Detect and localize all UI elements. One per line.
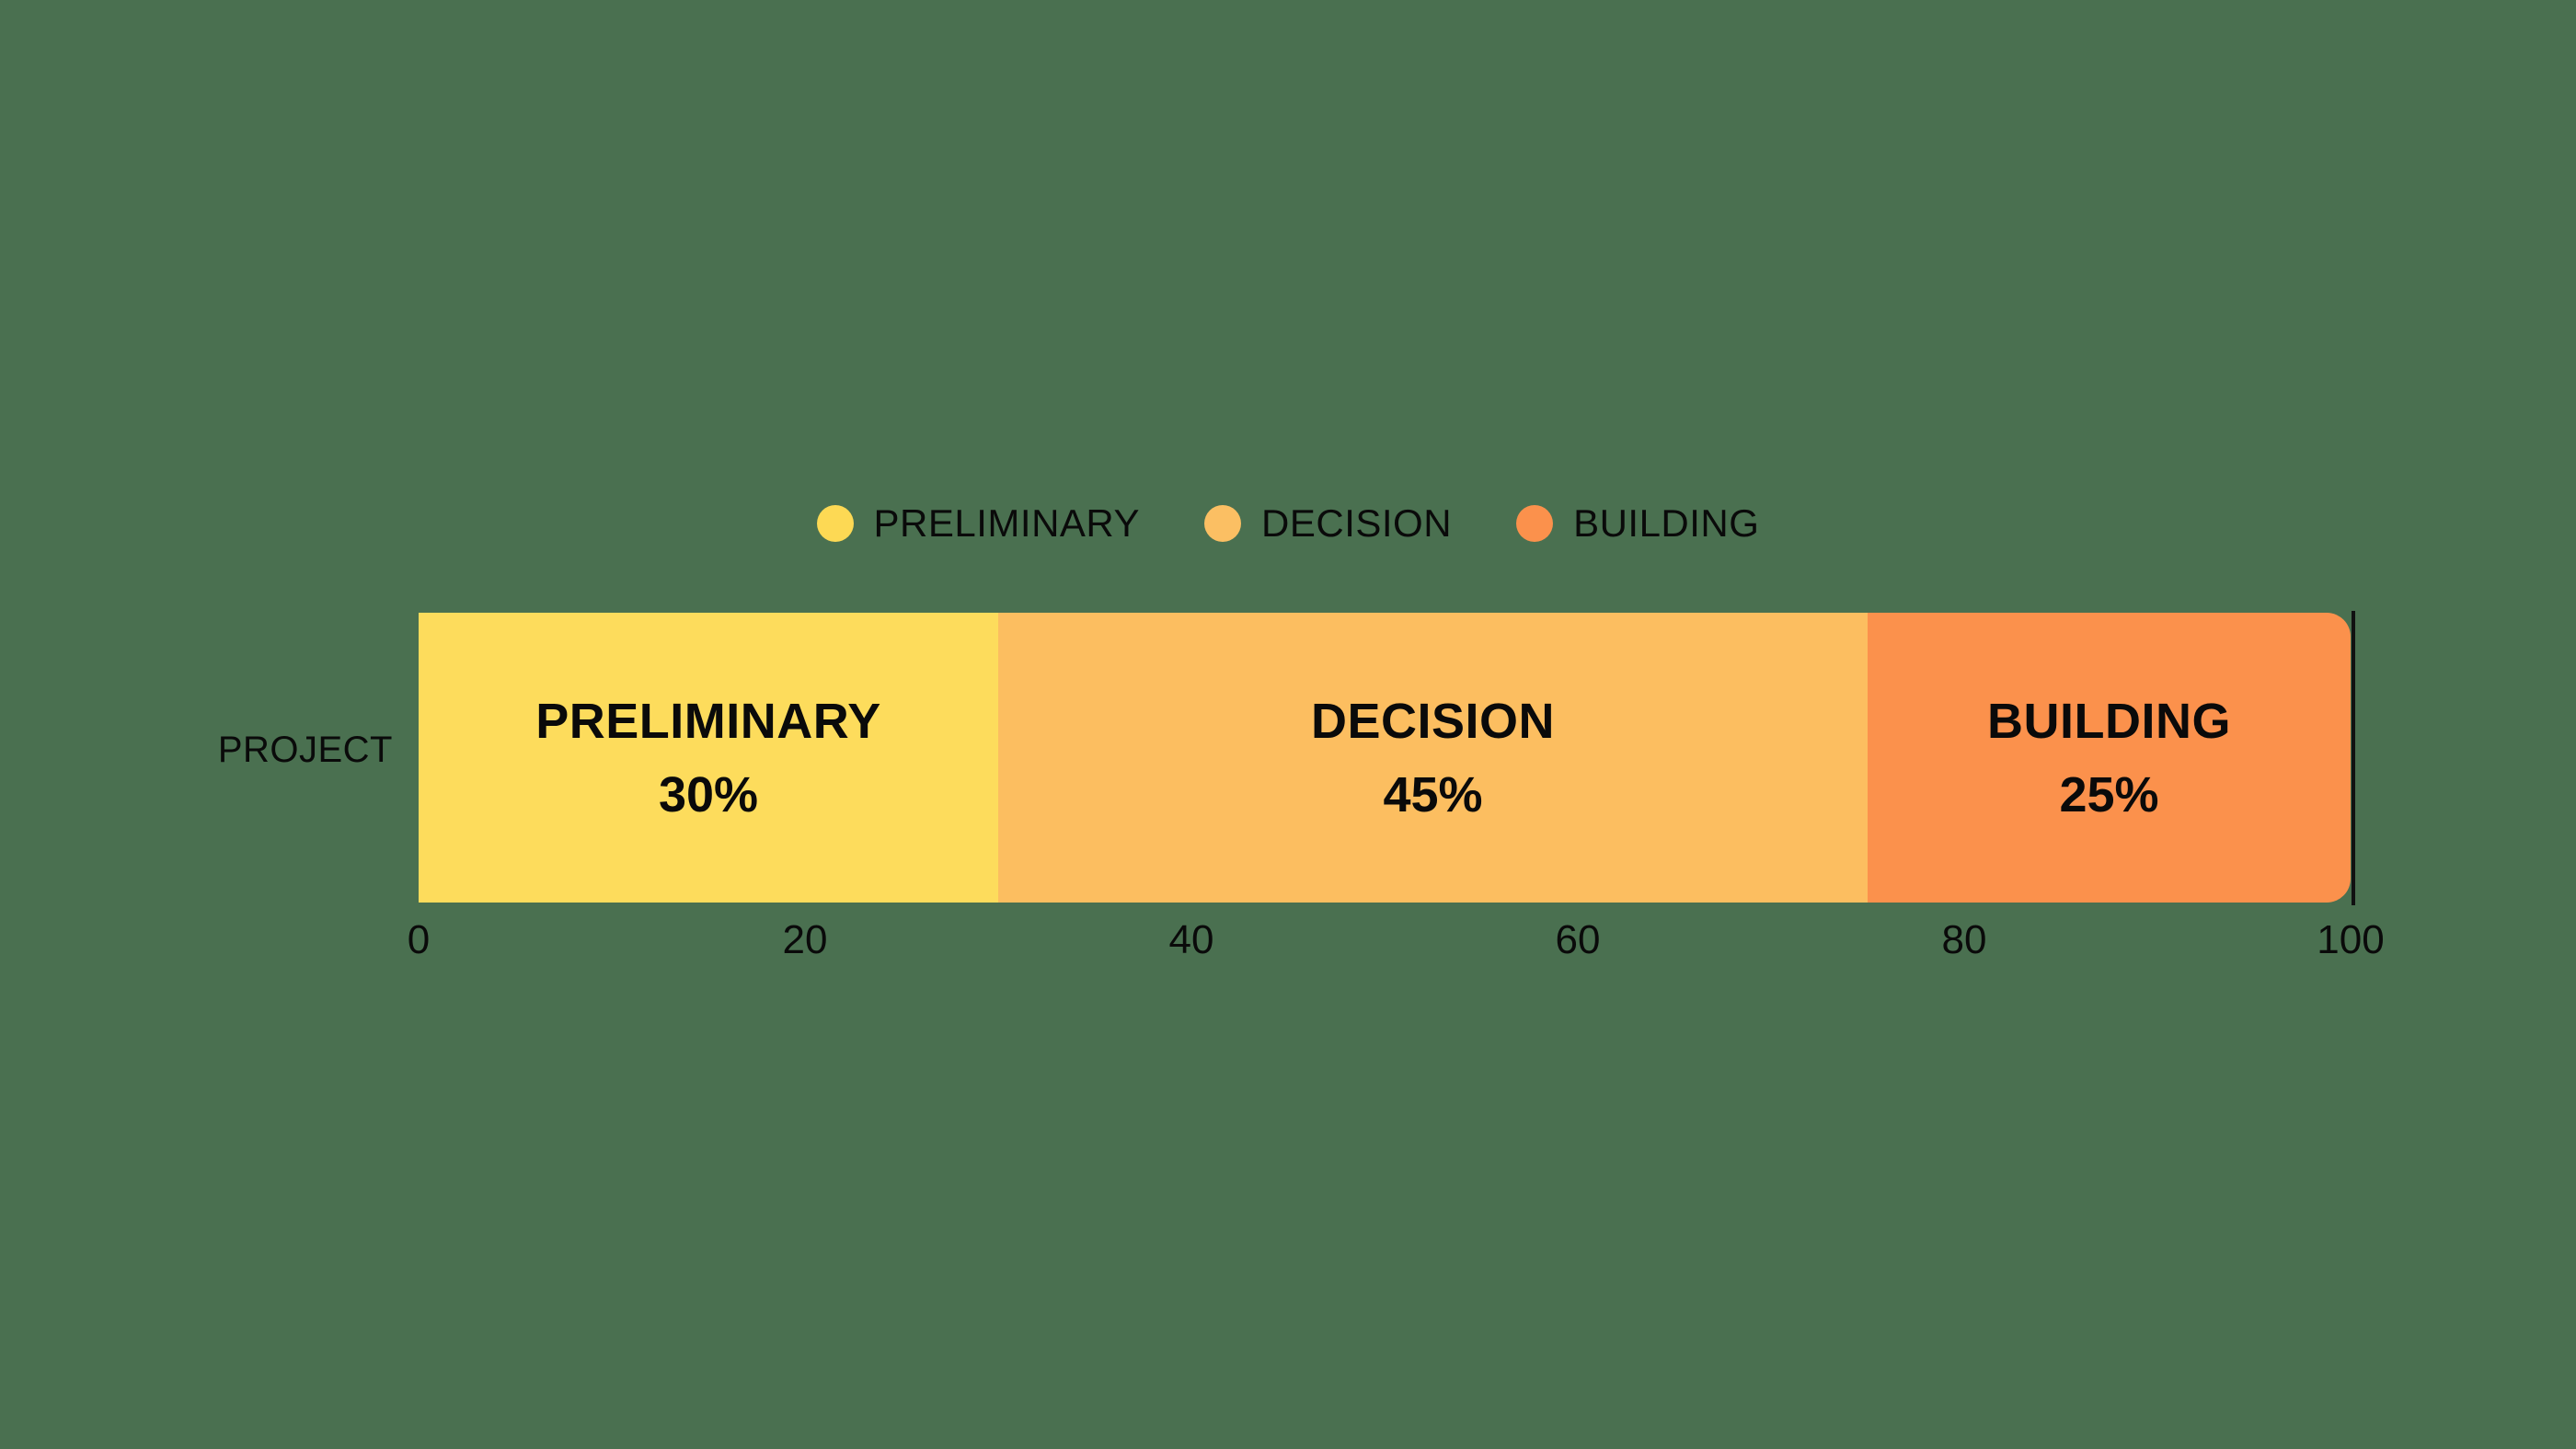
segment-name: BUILDING — [1987, 693, 2231, 749]
x-tick-label: 60 — [1555, 917, 1601, 962]
legend-label: BUILDING — [1573, 501, 1760, 545]
y-axis-category-label: PROJECT — [217, 730, 393, 770]
bar-segment-building[interactable]: BUILDING 25% — [1868, 613, 2351, 903]
plot-area: PRELIMINARY 30% DECISION 45% BUILDING 25… — [419, 613, 2351, 903]
stacked-bar-project: PRELIMINARY 30% DECISION 45% BUILDING 25… — [419, 613, 2351, 903]
circle-dot-icon — [816, 505, 854, 542]
x-tick-label: 40 — [1168, 917, 1214, 962]
axis-end-tick — [2352, 611, 2355, 905]
x-axis: 0 20 40 60 80 100 — [408, 917, 2385, 975]
x-tick-label: 80 — [1941, 917, 1987, 962]
x-tick-label: 100 — [2317, 917, 2385, 962]
segment-name: DECISION — [1310, 693, 1556, 749]
chart-legend: PRELIMINARY DECISION BUILDING — [0, 504, 2576, 543]
bar-segment-decision[interactable]: DECISION 45% — [998, 613, 1868, 903]
legend-item-preliminary[interactable]: PRELIMINARY — [816, 501, 1141, 545]
x-tick-label: 0 — [407, 917, 431, 962]
segment-value: 30% — [658, 766, 759, 822]
segment-name: PRELIMINARY — [535, 693, 881, 749]
circle-dot-icon — [1516, 505, 1554, 542]
legend-item-decision[interactable]: DECISION — [1204, 504, 1452, 543]
circle-dot-icon — [1204, 505, 1242, 542]
legend-item-building[interactable]: BUILDING — [1516, 504, 1759, 543]
bar-segment-preliminary[interactable]: PRELIMINARY 30% — [419, 613, 998, 903]
legend-label: DECISION — [1261, 501, 1453, 545]
legend-label: PRELIMINARY — [873, 501, 1141, 545]
segment-value: 45% — [1383, 766, 1483, 822]
x-tick-label: 20 — [782, 917, 828, 962]
segment-value: 25% — [2059, 766, 2159, 822]
